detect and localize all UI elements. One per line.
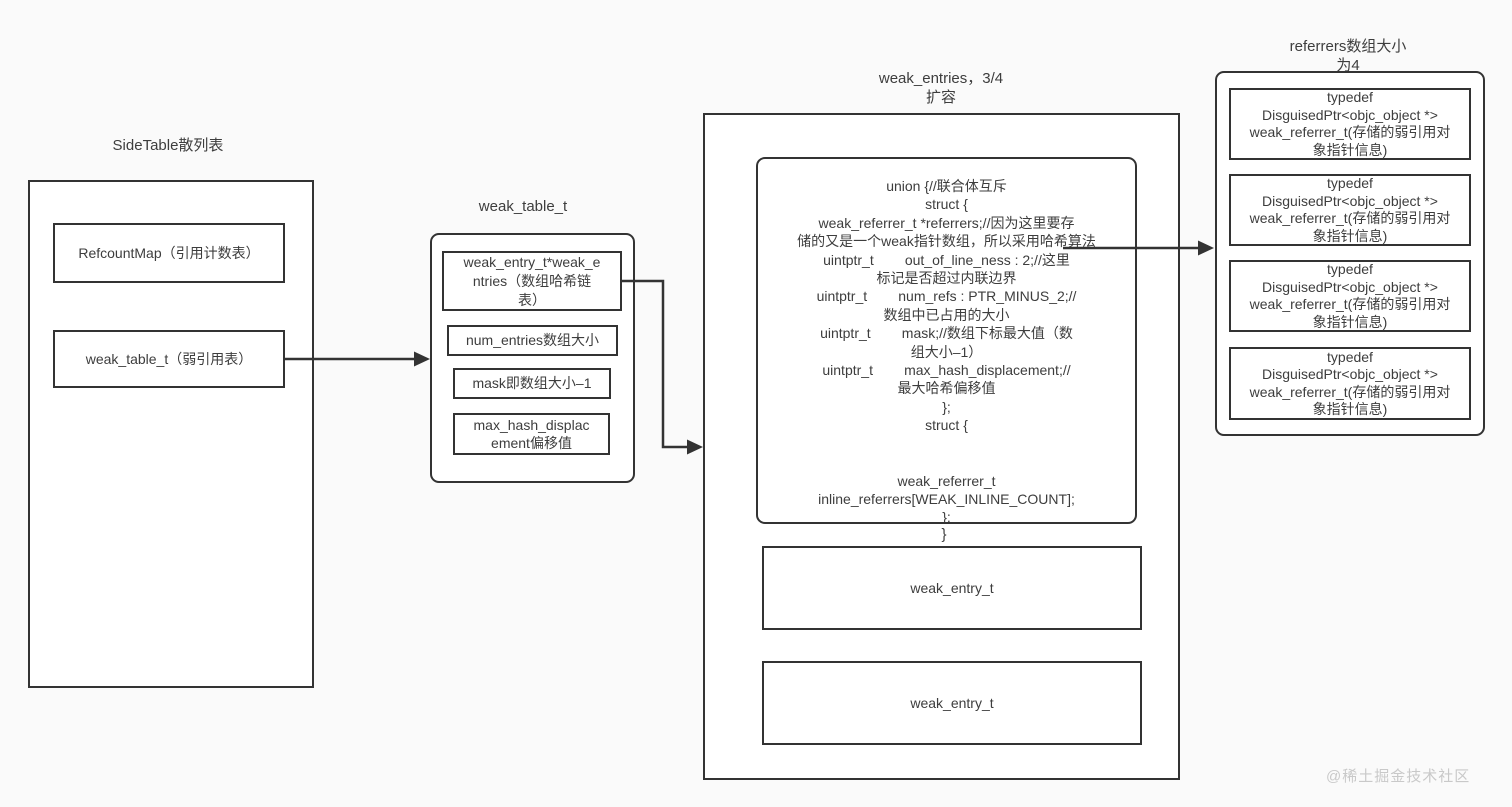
weak-entries-field-box: weak_entry_t*weak_e ntries（数组哈希链 表） [442, 251, 622, 311]
referrer-cell-4: typedef DisguisedPtr<objc_object *> weak… [1229, 347, 1471, 420]
referrer-cell-2: typedef DisguisedPtr<objc_object *> weak… [1229, 174, 1471, 246]
mask-field-box: mask即数组大小–1 [453, 368, 611, 399]
referrers-title: referrers数组大小 为4 [1289, 38, 1407, 74]
union-code-box [756, 157, 1137, 524]
side-table-title: SideTable散列表 [112, 137, 224, 154]
union-code-text: union {//联合体互斥 struct { weak_referrer_t … [797, 178, 1096, 522]
refcount-map-box: RefcountMap（引用计数表） [53, 223, 285, 283]
referrer-cell-3: typedef DisguisedPtr<objc_object *> weak… [1229, 260, 1471, 332]
referrer-cell-1: typedef DisguisedPtr<objc_object *> weak… [1229, 88, 1471, 160]
weak-table-title: weak_table_t [478, 198, 568, 215]
weak-table-ref-box: weak_table_t（弱引用表） [53, 330, 285, 388]
max-hash-displacement-field-box: max_hash_displac ement偏移值 [453, 413, 610, 455]
union-closing-brace: } [941, 526, 947, 543]
watermark: @稀土掘金技术社区 [1326, 768, 1471, 785]
num-entries-field-box: num_entries数组大小 [447, 325, 618, 356]
weak-entry-box-2: weak_entry_t [762, 661, 1142, 745]
weak-entry-box-1: weak_entry_t [762, 546, 1142, 630]
weak-entries-title: weak_entries，3/4 扩容 [878, 70, 1004, 106]
